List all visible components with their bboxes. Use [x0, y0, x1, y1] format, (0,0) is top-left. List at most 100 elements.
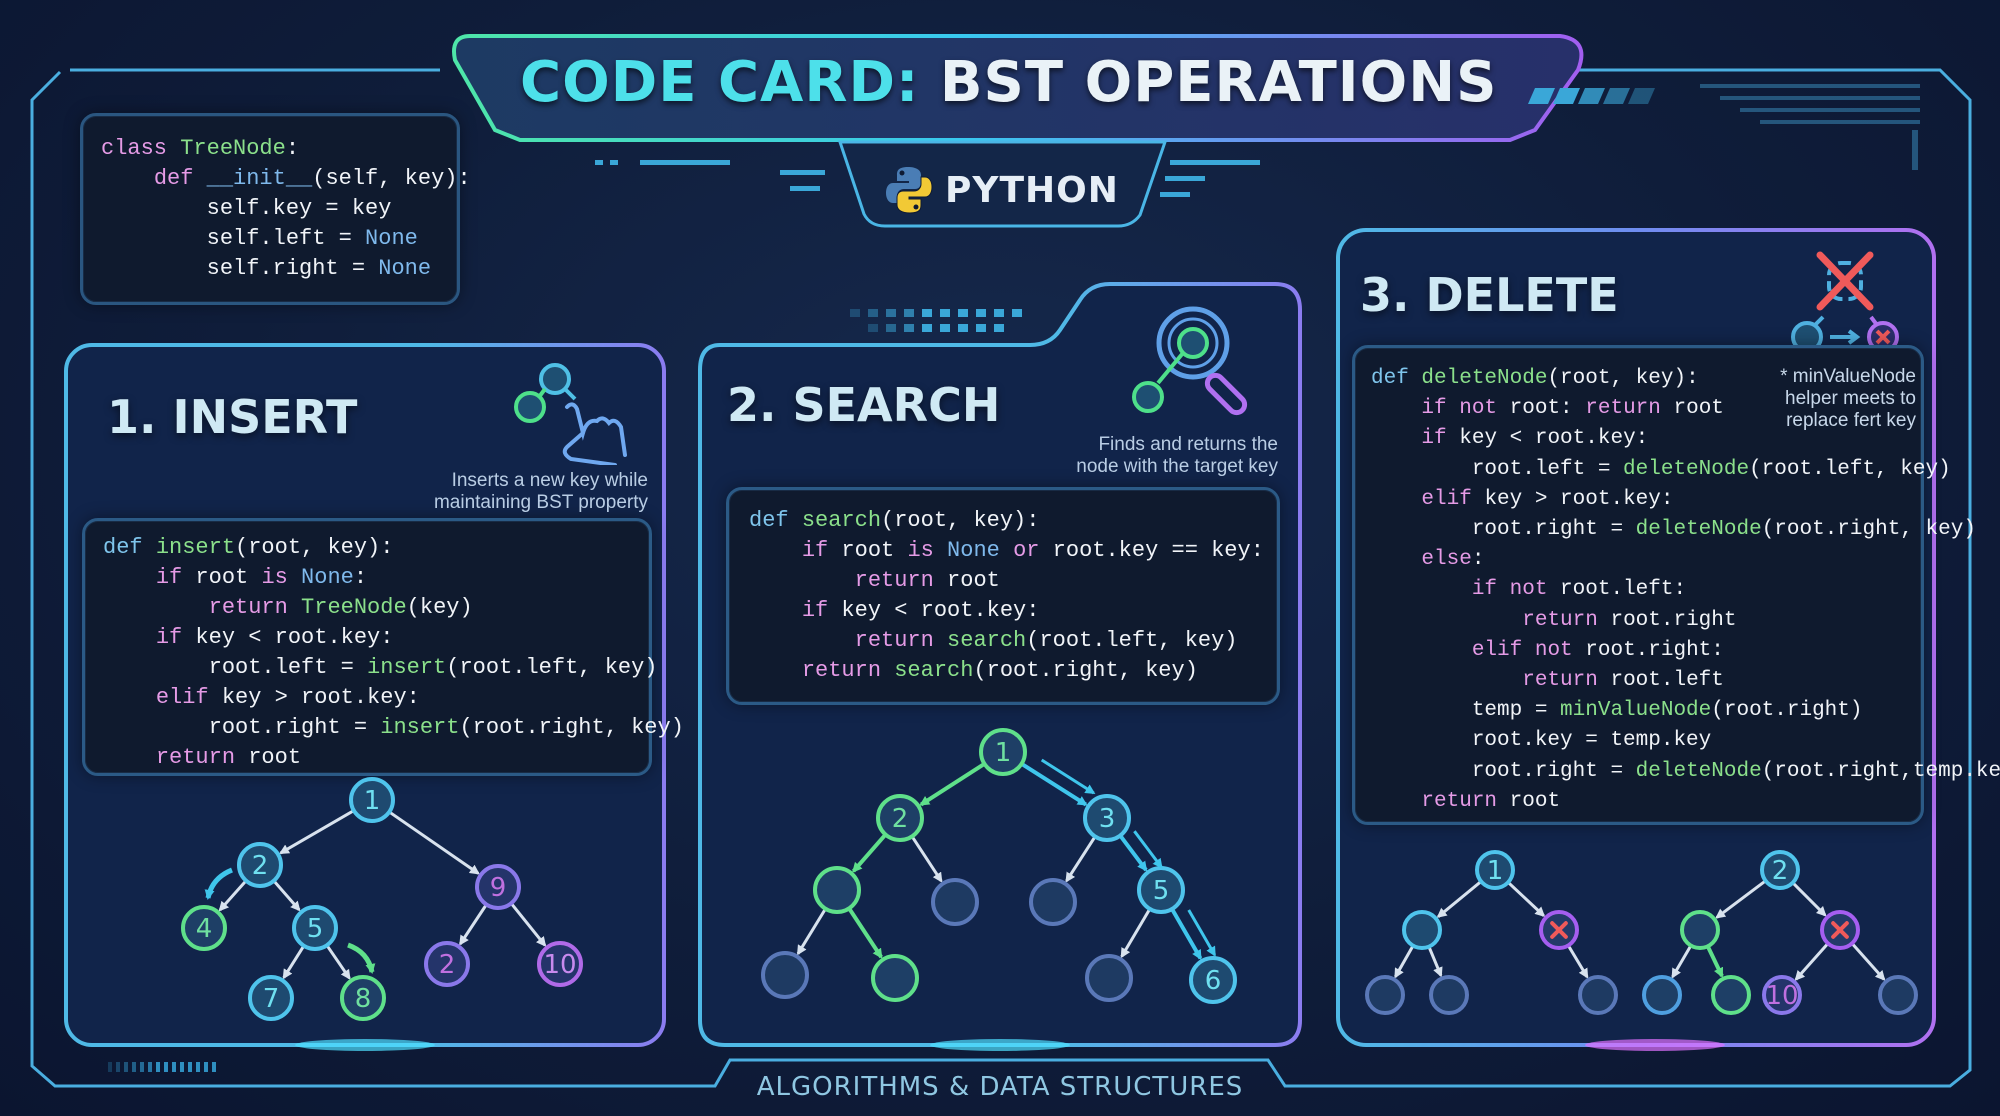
code-token: or [1013, 538, 1040, 563]
code-line: elif key > root.key: [1371, 485, 1921, 515]
search-description-line: Finds and returns the [1098, 434, 1278, 455]
code-line: elif not root.right: [1371, 636, 1921, 666]
tree-node [1402, 910, 1442, 950]
code-token [1371, 578, 1472, 601]
code-token: return [854, 628, 934, 653]
tree-node-circle [1762, 975, 1802, 1015]
code-token: root.right = [1371, 759, 1636, 783]
code-line: else: [1371, 545, 1921, 575]
title-banner [452, 34, 1584, 142]
tree-edge [1394, 944, 1415, 979]
code-line: temp = minValueNode(root.right) [1371, 696, 1921, 726]
tree-edge [1791, 881, 1827, 917]
code-token: key > root.key: [208, 685, 420, 710]
delete-title: 3. DELETE [1360, 268, 1619, 322]
search-path-arrow [1187, 909, 1217, 957]
tree-node-circle [931, 878, 979, 926]
tree-node: 5 [292, 905, 338, 951]
code-token [288, 565, 301, 590]
tree-node-circle [876, 794, 924, 842]
insert-description: Inserts a new key while maintaining BST … [380, 470, 648, 514]
code-token: None [947, 538, 1000, 563]
delete-note-line: * minValueNode [1780, 366, 1916, 387]
code-token: def [1371, 367, 1422, 390]
code-token: root.right = [1371, 518, 1636, 542]
tree-node-circle [537, 941, 583, 987]
tree-edge [388, 810, 480, 875]
code-token: (root.left, key) [1026, 628, 1238, 653]
code-token: root.key = temp.key [1371, 729, 1712, 753]
code-token: root.right = [103, 715, 381, 740]
code-token: deleteNode [1635, 518, 1762, 542]
code-token [1000, 538, 1013, 563]
tree-node [761, 951, 809, 999]
tree-node [1878, 975, 1918, 1015]
code-line: self.right = None [101, 254, 457, 284]
code-token: key < root.key: [182, 625, 394, 650]
title-part-1: CODE CARD: [520, 50, 920, 115]
tree-node-label: 2 [1772, 856, 1789, 886]
tree-node [1085, 954, 1133, 1002]
tree-node-circle [761, 951, 809, 999]
tree-node: 3 [1083, 794, 1131, 842]
delete-x-icon [1550, 921, 1568, 939]
delete-tree-before: 1 [1365, 850, 1618, 1015]
code-token: return [155, 745, 236, 770]
tree-node-circle [181, 905, 227, 951]
tree-edge [851, 833, 888, 873]
tree-edge [847, 907, 883, 959]
code-token: return [1522, 608, 1598, 632]
tree-node-label: 8 [355, 984, 372, 1014]
tree-node-label: 3 [1099, 804, 1116, 834]
tree-edge [1566, 944, 1589, 979]
code-token: root.left: [1547, 578, 1687, 602]
code-token: is [907, 538, 934, 563]
code-token [749, 658, 802, 683]
tree-edge [1120, 908, 1152, 959]
tree-node-label: 1 [995, 738, 1012, 768]
hand-pointer-node-icon [514, 363, 627, 465]
tree-node [1711, 975, 1751, 1015]
code-token: def [749, 508, 802, 533]
code-token: insert [155, 535, 236, 560]
tree-node-label: 2 [439, 950, 456, 980]
code-token: minValueNode [1560, 699, 1712, 723]
tree-node: 1 [349, 777, 395, 823]
code-token: return [854, 568, 934, 593]
code-line: if key < root.key: [103, 623, 649, 653]
tree-node: 10 [1762, 975, 1802, 1015]
tree-node [1642, 975, 1682, 1015]
footer-dots [108, 1062, 216, 1072]
code-token: root [933, 568, 1000, 593]
code-token: key > root.key: [1471, 487, 1674, 511]
tree-edge [1671, 944, 1693, 979]
code-line: def search(root, key): [749, 506, 1277, 536]
code-token: return [208, 595, 288, 620]
code-line: self.key = key [101, 194, 457, 224]
tree-node-circle [1402, 910, 1442, 950]
tree-node-label: 4 [196, 914, 213, 944]
tree-edge [1020, 762, 1088, 807]
code-token [749, 598, 802, 623]
code-token: root.right: [1572, 638, 1724, 662]
tree-node-label: 1 [364, 786, 381, 816]
tree-node-circle [1083, 794, 1131, 842]
tree-node-label: 9 [490, 873, 507, 903]
search-title: 2. SEARCH [727, 378, 1001, 432]
code-line: if not root: return root [1371, 394, 1921, 424]
title-part-2: BST OPERATIONS [939, 50, 1498, 115]
code-token: elif not [1471, 638, 1573, 662]
tree-node: 2 [424, 941, 470, 987]
tree-node-label: 10 [543, 950, 576, 980]
code-token: elif [1421, 487, 1472, 511]
code-token: key < root.key: [828, 598, 1040, 623]
code-token: (key) [406, 595, 473, 620]
code-token: if [801, 538, 829, 563]
tree-edge [325, 944, 351, 980]
code-token: root.left [1597, 669, 1724, 693]
search-path-arrow [1040, 758, 1096, 795]
code-line: class TreeNode: [101, 134, 457, 164]
code-line: if key < root.key: [1371, 424, 1921, 454]
tree-edge [510, 902, 547, 947]
